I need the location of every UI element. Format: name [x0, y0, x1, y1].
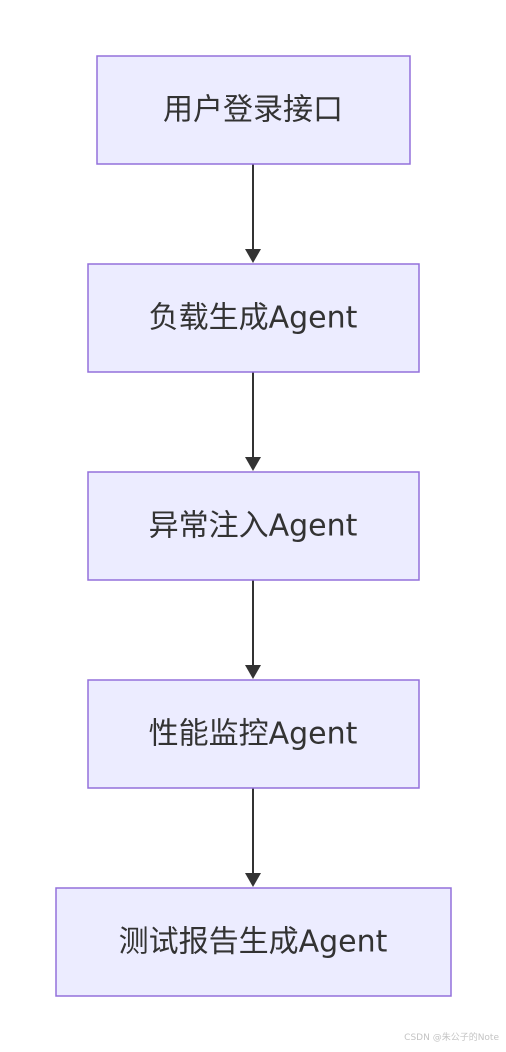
node-label: 异常注入Agent [149, 509, 358, 544]
arrowhead-icon [245, 249, 261, 263]
edge-n2-n3 [245, 372, 261, 471]
node-fault-injection-agent: 异常注入Agent [87, 471, 420, 581]
node-test-report-generation-agent: 测试报告生成Agent [55, 887, 452, 997]
node-label: 性能监控Agent [149, 717, 358, 752]
node-load-generation-agent: 负载生成Agent [87, 263, 420, 373]
edge-n1-n2 [245, 164, 261, 263]
arrowhead-icon [245, 873, 261, 887]
watermark: CSDN @朱公子的Note [404, 1033, 499, 1043]
arrowhead-icon [245, 457, 261, 471]
node-user-login-api: 用户登录接口 [96, 55, 411, 165]
arrowhead-icon [245, 665, 261, 679]
node-label: 负载生成Agent [149, 301, 358, 336]
node-performance-monitoring-agent: 性能监控Agent [87, 679, 420, 789]
edge-n4-n5 [245, 788, 261, 887]
node-label: 测试报告生成Agent [119, 925, 388, 960]
node-label: 用户登录接口 [163, 93, 343, 128]
edge-n3-n4 [245, 580, 261, 679]
